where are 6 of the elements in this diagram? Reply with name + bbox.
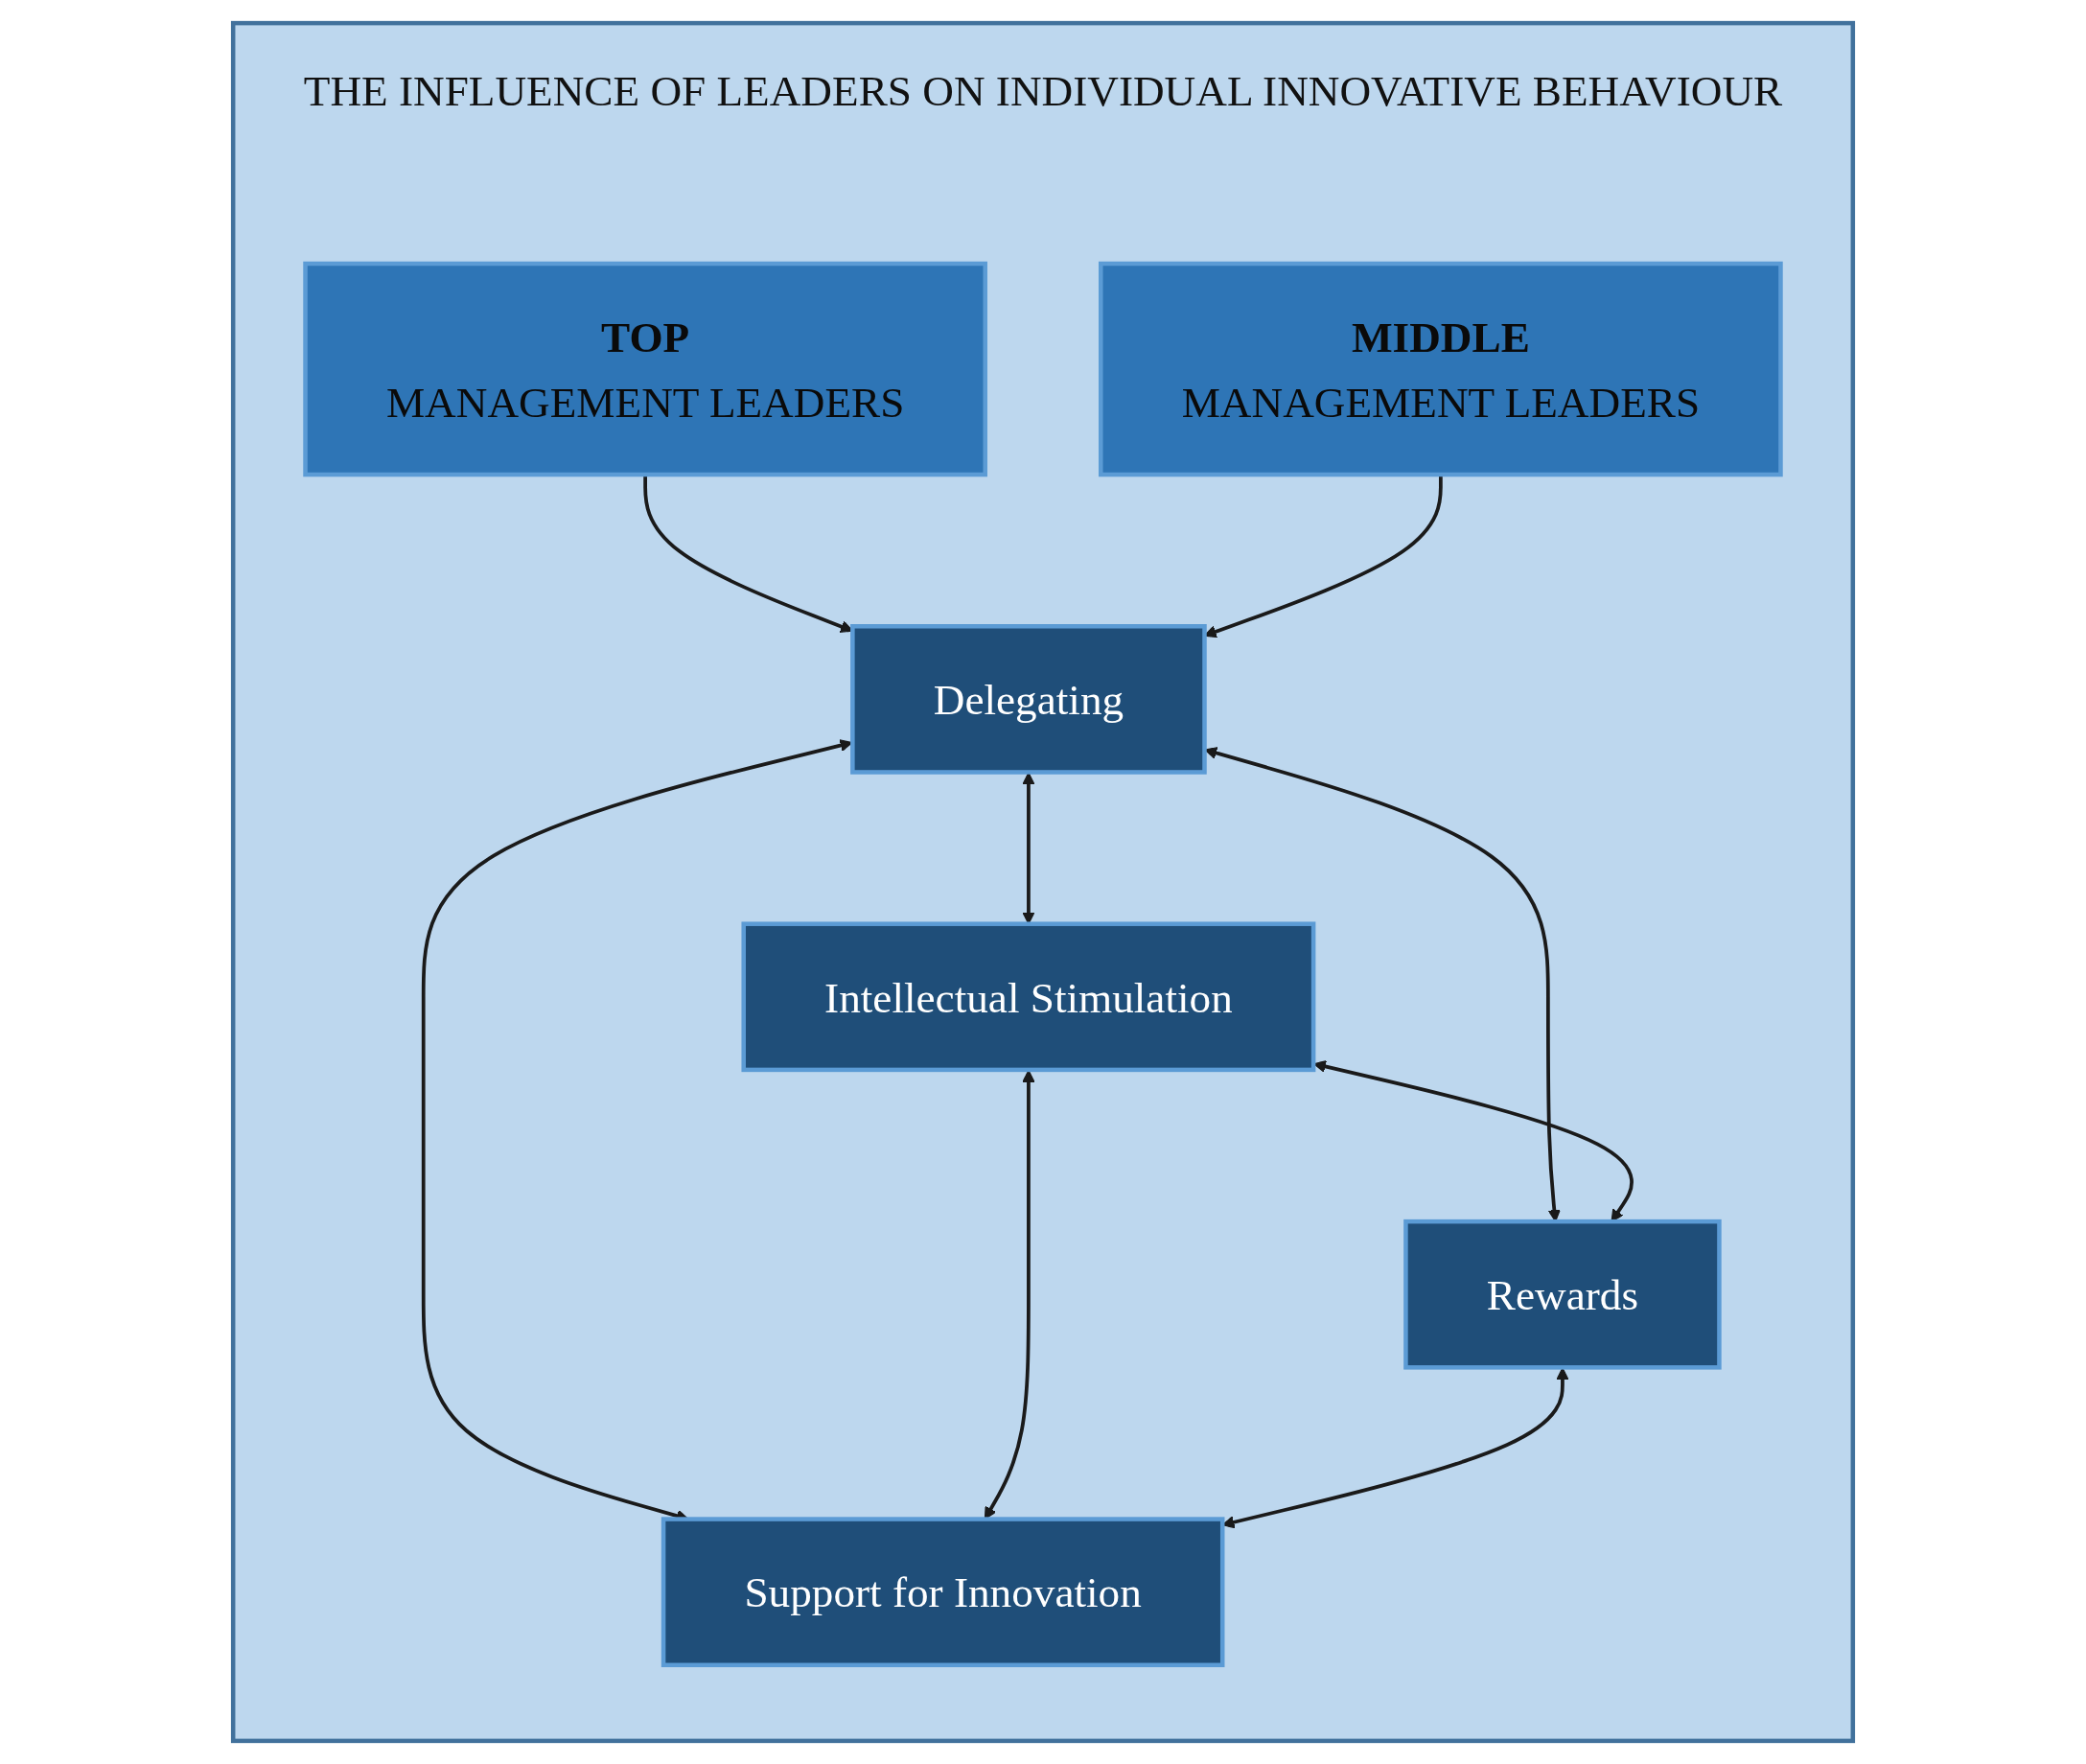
node-box: TOP MANAGEMENT LEADERS xyxy=(303,261,987,477)
node-box: Intellectual Stimulation xyxy=(741,921,1316,1073)
node-box: MIDDLE MANAGEMENT LEADERS xyxy=(1099,261,1783,477)
node-box: Support for Innovation xyxy=(661,1517,1225,1668)
node-box: Rewards xyxy=(1403,1219,1722,1370)
node-box: Delegating xyxy=(850,624,1207,775)
